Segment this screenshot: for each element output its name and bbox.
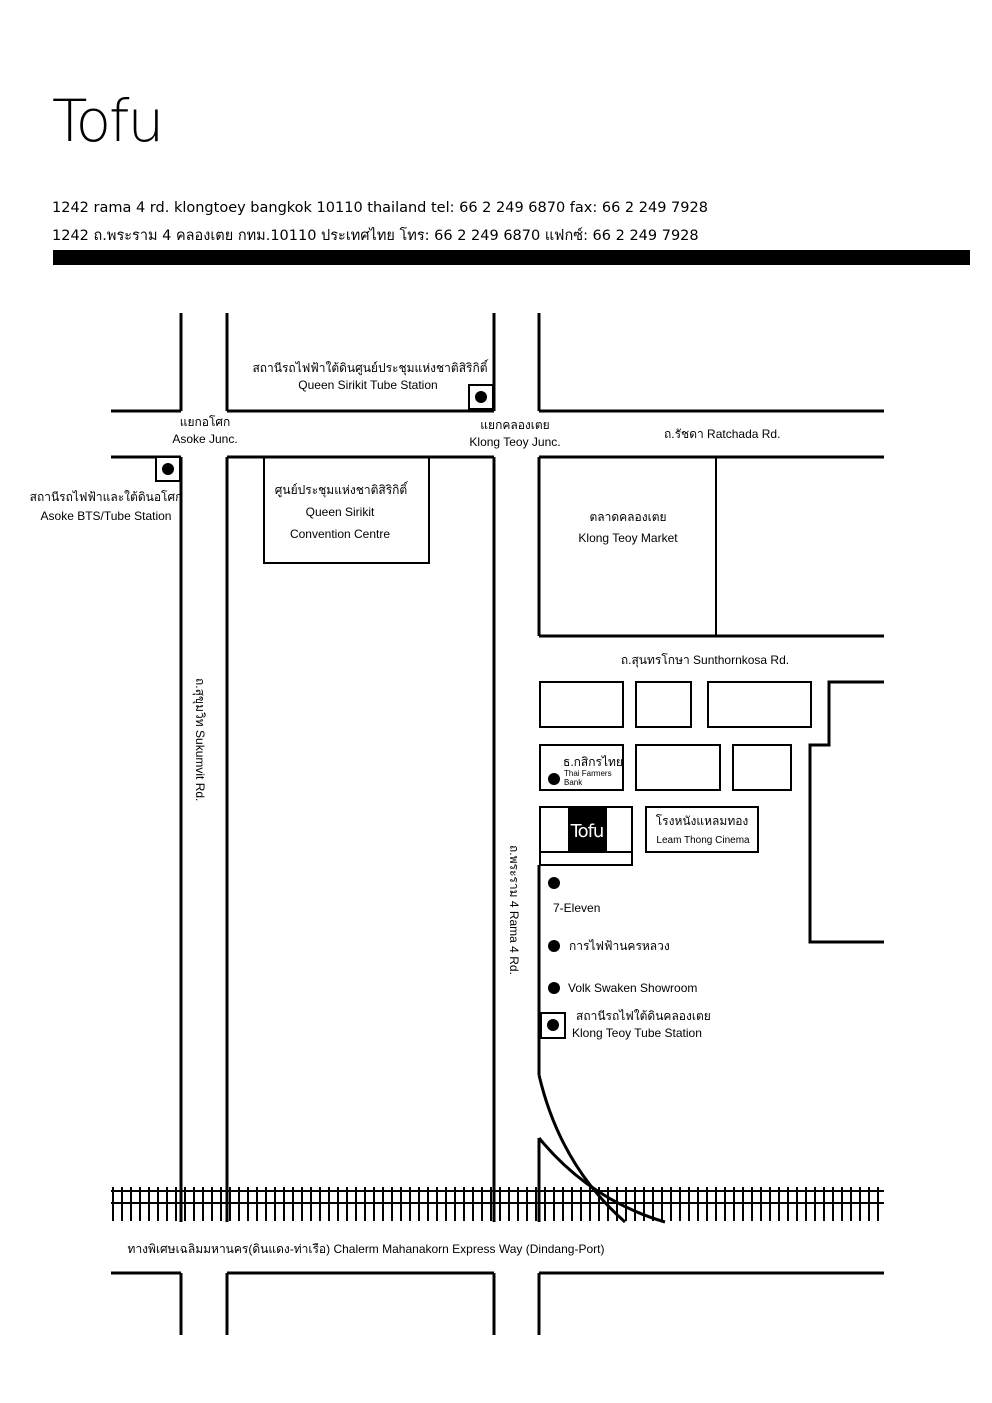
bank-label-en-2: Bank: [564, 778, 583, 787]
buildings: [263, 456, 812, 866]
qsncc-label-en-1: Queen Sirikit: [306, 505, 375, 519]
qs-tube-label-th: สถานีรถไฟฟ้าใต้ดินศูนย์ประชุมแห่งชาติสิร…: [252, 359, 489, 376]
address-english: 1242 rama 4 rd. klongtoey bangkok 10110 …: [52, 200, 708, 216]
klongteoy-junc-label-th: แยกคลองเตย: [480, 418, 549, 432]
seven-eleven-dot: [548, 877, 560, 889]
expressway-label: ทางพิเศษเฉลิมมหานคร(ดินแดง-ท่าเรือ) Chal…: [128, 1242, 605, 1256]
header-divider-bar: [53, 250, 970, 265]
klongteoy-junc-label-en: Klong Teoy Junc.: [469, 435, 560, 449]
volk-label: Volk Swaken Showroom: [568, 981, 697, 995]
asoke-junc-label-en: Asoke Junc.: [172, 432, 237, 446]
qsncc-label-th: ศูนย์ประชุมแห่งชาติสิริกิติ์: [275, 481, 409, 498]
qs-tube-label-en: Queen Sirikit Tube Station: [298, 378, 437, 392]
ratchada-road-label: ถ.รัชดา Ratchada Rd.: [664, 427, 780, 441]
sunthornkosa-road-label: ถ.สุนทรโกษา Sunthornkosa Rd.: [621, 653, 789, 668]
poi-dots: [548, 773, 560, 994]
tofu-map-label: Tofu: [570, 821, 604, 842]
brand-title: Tofu: [52, 87, 164, 155]
cinema-label-th: โรงหนังแหลมทอง: [656, 814, 749, 828]
volk-dot: [548, 982, 560, 994]
market-label-en: Klong Teoy Market: [578, 531, 678, 545]
road-lines: [111, 313, 884, 1335]
electricity-label: การไฟฟ้านครหลวง: [569, 939, 670, 953]
asoke-junc-label-th: แยกอโศก: [180, 415, 231, 429]
kt-tube-label-en: Klong Teoy Tube Station: [572, 1026, 702, 1040]
bank-label-en-1: Thai Farmers: [564, 769, 612, 778]
railway: [111, 1187, 884, 1221]
map-labels: สถานีรถไฟฟ้าใต้ดินศูนย์ประชุมแห่งชาติสิร…: [30, 359, 789, 1256]
sukhumvit-road-label: ถ.สุขุมวิท Sukumvit Rd.: [192, 678, 207, 801]
seven-eleven-label: 7-Eleven: [553, 901, 600, 915]
bank-dot: [548, 773, 560, 785]
asoke-station-label-th: สถานีรถไฟฟ้าและใต้ดินอโศก: [30, 490, 183, 504]
asoke-station-label-en: Asoke BTS/Tube Station: [41, 509, 172, 523]
station-markers: [155, 384, 566, 1039]
market-label-th: ตลาดคลองเตย: [589, 510, 666, 524]
tofu-marker: Tofu: [568, 807, 607, 852]
cinema-label-en: Leam Thong Cinema: [656, 835, 750, 846]
rama4-road-label: ถ.พระราม 4 Rama 4 Rd.: [507, 845, 521, 975]
kt-tube-label-th: สถานีรถไฟใต้ดินคลองเตย: [576, 1009, 711, 1023]
electricity-dot: [548, 940, 560, 952]
address-thai: 1242 ถ.พระราม 4 คลองเตย กทม.10110 ประเทศ…: [52, 228, 699, 244]
bank-label-th: ธ.กสิกรไทย: [563, 755, 623, 769]
qsncc-label-en-2: Convention Centre: [290, 527, 390, 541]
